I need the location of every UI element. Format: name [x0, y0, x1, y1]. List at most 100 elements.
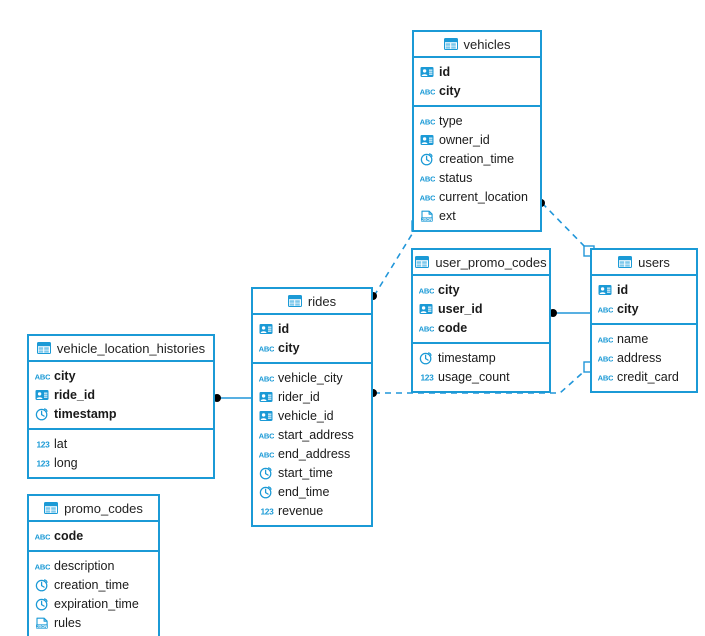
abc-string-icon: ABC	[259, 341, 274, 355]
column-row-rider_id[interactable]: rider_id	[253, 387, 371, 406]
column-row-vehicle_city[interactable]: ABC vehicle_city	[253, 368, 371, 387]
column-row-id[interactable]: id	[592, 280, 696, 299]
abc-string-icon: ABC	[419, 321, 434, 335]
column-row-vehicle_id[interactable]: vehicle_id	[253, 406, 371, 425]
column-row-expiration_time[interactable]: expiration_time	[29, 594, 158, 613]
column-row-id[interactable]: id	[253, 319, 371, 338]
column-row-id[interactable]: id	[414, 62, 540, 81]
column-row-creation_time[interactable]: creation_time	[414, 149, 540, 168]
clock-timestamp-icon	[420, 152, 434, 166]
abc-string-icon: ABC	[420, 171, 435, 185]
column-row-credit_card[interactable]: ABC credit_card	[592, 367, 696, 386]
svg-text:ABC: ABC	[35, 562, 50, 571]
column-row-user_id[interactable]: user_id	[413, 299, 549, 318]
relationship-upc-users[interactable]	[549, 309, 590, 317]
column-label: revenue	[278, 503, 324, 518]
column-row-code[interactable]: ABC code	[413, 318, 549, 337]
column-row-timestamp[interactable]: timestamp	[413, 348, 549, 367]
column-row-owner_id[interactable]: owner_id	[414, 130, 540, 149]
table-title-user_promo_codes[interactable]: user_promo_codes	[413, 250, 549, 276]
column-label: timestamp	[438, 350, 496, 365]
column-row-ride_id[interactable]: ride_id	[29, 385, 213, 404]
svg-text:123: 123	[260, 506, 274, 516]
svg-text:123: 123	[36, 458, 50, 468]
column-label: vehicle_city	[278, 370, 343, 385]
column-label: code	[438, 320, 468, 335]
table-name-label: rides	[307, 293, 337, 309]
id-card-icon	[420, 133, 434, 147]
table-title-promo_codes[interactable]: promo_codes	[29, 496, 158, 522]
table-title-vehicles[interactable]: vehicles	[414, 32, 540, 58]
table-title-users[interactable]: users	[592, 250, 696, 276]
column-row-revenue[interactable]: 123 revenue	[253, 501, 371, 520]
svg-text:ABC: ABC	[35, 372, 50, 381]
svg-text:123: 123	[36, 439, 50, 449]
abc-string-icon: ABC	[598, 370, 613, 384]
clock-timestamp-icon	[35, 597, 49, 611]
column-label: current_location	[439, 189, 528, 204]
id-card-icon	[35, 388, 49, 402]
svg-text:ABC: ABC	[420, 87, 435, 96]
svg-text:ABC: ABC	[420, 193, 435, 202]
relationship-vlh-rides[interactable]	[213, 394, 251, 402]
column-row-lat[interactable]: 123 lat	[29, 434, 213, 453]
column-row-start_time[interactable]: start_time	[253, 463, 371, 482]
column-label: lat	[54, 436, 68, 451]
abc-string-icon: ABC	[598, 332, 613, 346]
column-label: id	[617, 282, 629, 297]
column-label: credit_card	[617, 369, 679, 384]
column-label: rider_id	[278, 389, 320, 404]
column-row-current_location[interactable]: ABC current_location	[414, 187, 540, 206]
column-row-end_time[interactable]: end_time	[253, 482, 371, 501]
column-row-timestamp[interactable]: timestamp	[29, 404, 213, 423]
column-label: city	[617, 301, 639, 316]
column-label: creation_time	[54, 577, 130, 592]
abc-string-icon: ABC	[420, 84, 435, 98]
clock-timestamp-icon	[35, 578, 49, 592]
table-title-vehicle_location_histories[interactable]: vehicle_location_histories	[29, 336, 213, 362]
column-label: id	[278, 321, 290, 336]
json-icon: JSON	[420, 209, 434, 223]
table-name-label: users	[638, 254, 670, 270]
svg-text:JSON: JSON	[37, 624, 48, 629]
column-row-creation_time[interactable]: creation_time	[29, 575, 158, 594]
svg-text:ABC: ABC	[259, 450, 274, 459]
123-number-icon: 123	[259, 504, 274, 518]
table-name-label: user_promo_codes	[435, 254, 547, 270]
abc-string-icon: ABC	[259, 371, 274, 385]
svg-text:ABC: ABC	[420, 174, 435, 183]
svg-text:ABC: ABC	[420, 117, 435, 126]
clock-timestamp-icon	[259, 466, 273, 480]
svg-text:123: 123	[420, 372, 434, 382]
table-title-rides[interactable]: rides	[253, 289, 371, 315]
